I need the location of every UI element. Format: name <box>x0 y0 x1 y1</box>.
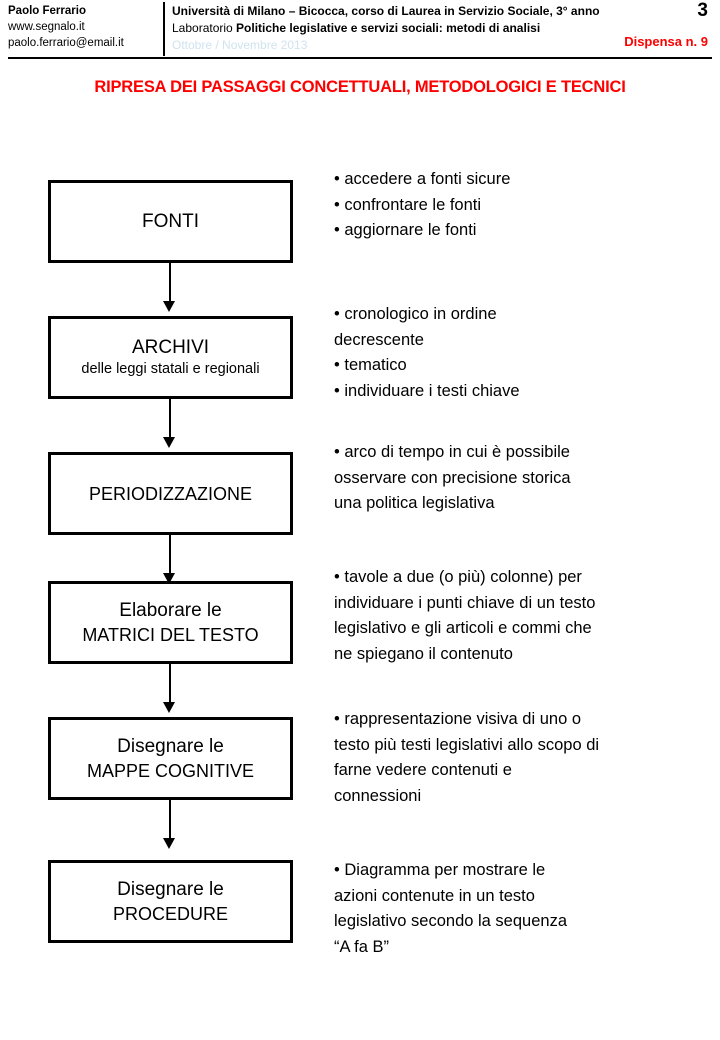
note-line: testo più testi legislativi allo scopo d… <box>334 735 600 754</box>
course-block: Università di Milano – Bicocca, corso di… <box>172 3 642 54</box>
flow-box-procedure-sublabel: PROCEDURE <box>112 903 228 924</box>
course-title: Università di Milano – Bicocca, corso di… <box>172 4 600 18</box>
note-line: connessioni <box>334 786 422 805</box>
note-line: • rappresentazione visiva di uno o <box>334 710 582 728</box>
author-name: Paolo Ferrario <box>8 5 86 17</box>
slide-title: RIPRESA DEI PASSAGGI CONCETTUALI, METODO… <box>94 78 626 96</box>
flow-box-fonti-label: FONTI <box>142 210 199 232</box>
arrowhead-icon-4 <box>163 702 175 713</box>
connector-mappe-procedure <box>169 800 171 842</box>
author-block: Paolo Ferrario www.segnalo.it paolo.ferr… <box>8 3 160 51</box>
course-date: Ottobre / Novembre 2013 <box>172 38 308 52</box>
note-mappe-cognitive: • rappresentazione visiva di uno o testo… <box>334 707 714 809</box>
flow-box-fonti[interactable]: FONTI <box>48 180 293 263</box>
flow-box-matrici-sublabel: MATRICI DEL TESTO <box>82 624 259 645</box>
note-line: “A fa B” <box>334 937 390 956</box>
flow-box-archivi[interactable]: ARCHIVI delle leggi statali e regionali <box>48 316 293 399</box>
note-line: osservare con precisione storica <box>334 468 571 487</box>
flow-box-periodizzazione[interactable]: PERIODIZZAZIONE <box>48 452 293 535</box>
arrowhead-icon-3 <box>163 573 175 584</box>
note-line: individuare i punti chiave di un testo <box>334 593 596 612</box>
dispensa-label: Dispensa n. 9 <box>624 34 708 49</box>
note-line: una politica legislativa <box>334 494 495 512</box>
flow-box-archivi-label: ARCHIVI <box>131 337 210 358</box>
note-line: decrescente <box>334 330 424 349</box>
flow-box-procedure[interactable]: Disegnare le PROCEDURE <box>48 860 293 943</box>
note-line: • aggiornare le fonti <box>334 221 477 239</box>
header-vertical-divider <box>163 2 165 56</box>
author-website: www.segnalo.it <box>8 21 85 33</box>
author-email: paolo.ferrario@email.it <box>8 37 124 49</box>
note-procedure: • Diagramma per mostrare le azioni conte… <box>334 858 714 960</box>
arrowhead-icon-2 <box>163 437 175 448</box>
note-line: farne vedere contenuti e <box>334 761 512 779</box>
note-line: • confrontare le fonti <box>334 195 482 214</box>
note-line: • tematico <box>334 356 407 374</box>
note-line: • tavole a due (o più) colonne) per <box>334 568 582 586</box>
flow-box-mappe-label: Disegnare le <box>117 735 224 757</box>
lab-label: Laboratorio <box>172 21 237 35</box>
header-horizontal-rule <box>8 57 712 59</box>
arrowhead-icon-5 <box>163 838 175 849</box>
note-line: ne spiegano il contenuto <box>334 644 513 663</box>
note-archivi: • cronologico in ordine decrescente • te… <box>334 302 714 404</box>
note-line: • cronologico in ordine <box>334 305 497 323</box>
note-periodizzazione: • arco di tempo in cui è possibile osser… <box>334 440 714 517</box>
connector-periodizzazione-matrici <box>169 535 171 577</box>
note-line: • arco di tempo in cui è possibile <box>334 443 570 461</box>
flow-box-matrici-del-testo[interactable]: Elaborare le MATRICI DEL TESTO <box>48 581 293 664</box>
arrowhead-icon-1 <box>163 301 175 312</box>
connector-matrici-mappe <box>169 664 171 706</box>
note-line: legislativo secondo la sequenza <box>334 912 567 930</box>
lab-name: Politiche legislative e servizi sociali:… <box>236 21 541 35</box>
note-line: legislativo e gli articoli e commi che <box>334 619 592 637</box>
lab-title-line: Laboratorio Politiche legislative e serv… <box>172 20 642 37</box>
flow-box-mappe-cognitive[interactable]: Disegnare le MAPPE COGNITIVE <box>48 717 293 800</box>
flow-box-periodizzazione-label: PERIODIZZAZIONE <box>88 483 252 504</box>
note-fonti: • accedere a fonti sicure • confrontare … <box>334 167 714 244</box>
note-line: • accedere a fonti sicure <box>334 170 511 188</box>
flow-box-archivi-sublabel: delle leggi statali e regionali <box>81 361 260 377</box>
connector-archivi-periodizzazione <box>169 399 171 441</box>
page-header: Paolo Ferrario www.segnalo.it paolo.ferr… <box>0 0 720 59</box>
flow-box-mappe-sublabel: MAPPE COGNITIVE <box>86 760 255 781</box>
flow-box-matrici-label: Elaborare le <box>119 599 222 621</box>
connector-fonti-archivi <box>169 263 171 305</box>
note-line: • Diagramma per mostrare le <box>334 861 546 879</box>
flow-box-procedure-label: Disegnare le <box>117 878 224 900</box>
note-matrici-del-testo: • tavole a due (o più) colonne) per indi… <box>334 565 714 667</box>
page-number: 3 <box>697 0 708 21</box>
note-line: azioni contenute in un testo <box>334 886 535 905</box>
note-line: • individuare i testi chiave <box>334 381 520 400</box>
